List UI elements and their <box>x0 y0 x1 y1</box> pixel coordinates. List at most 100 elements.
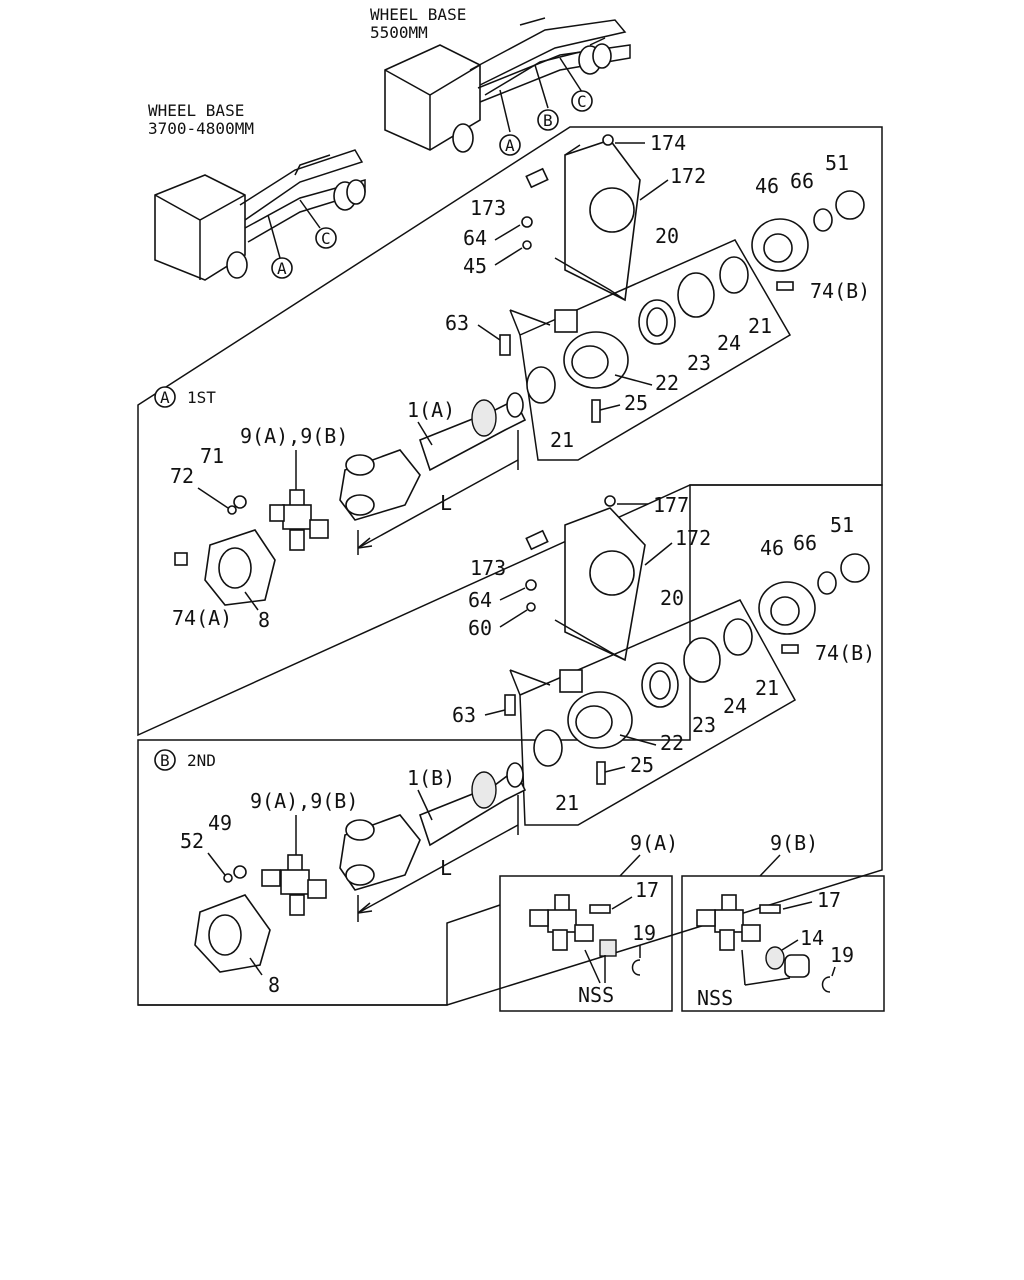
kit-9b: 9(B) 17 14 19 NSS <box>681 831 885 1012</box>
svg-text:49: 49 <box>208 811 232 835</box>
grease-fitting-17-b <box>759 904 781 914</box>
svg-text:A: A <box>160 388 170 407</box>
svg-text:173: 173 <box>470 556 506 580</box>
svg-text:172: 172 <box>675 526 711 550</box>
seal-21-lower <box>526 366 556 404</box>
svg-text:C: C <box>577 92 587 111</box>
section-a-title: A 1ST <box>154 386 216 408</box>
svg-text:74(B): 74(B) <box>810 279 870 303</box>
seal-21-upper-b <box>723 618 753 656</box>
svg-text:19: 19 <box>830 943 854 967</box>
bearing-cup-b <box>784 954 810 978</box>
bolt-173-b <box>525 529 549 551</box>
svg-text:23: 23 <box>692 713 716 737</box>
nut-71 <box>233 495 247 509</box>
svg-text:NSS: NSS <box>578 983 614 1007</box>
marker-c-short: C <box>315 227 337 249</box>
truck-illustration-short-wheelbase <box>154 149 366 281</box>
svg-text:22: 22 <box>660 731 684 755</box>
bolt-74b-b <box>781 644 799 654</box>
svg-text:71: 71 <box>200 444 224 468</box>
svg-text:20: 20 <box>655 224 679 248</box>
nut-177 <box>604 495 616 507</box>
marker-b-long: B <box>537 109 559 131</box>
nut-174 <box>602 134 614 146</box>
nut-49 <box>233 865 247 879</box>
svg-text:8: 8 <box>268 973 280 997</box>
section-a-labels: 174 172 173 64 45 20 46 66 51 74(B) 63 2… <box>170 131 870 632</box>
universal-joint-9-a <box>269 489 329 551</box>
svg-text:51: 51 <box>825 151 849 175</box>
svg-text:45: 45 <box>463 254 487 278</box>
svg-text:74(B): 74(B) <box>815 641 875 665</box>
washer-66-b <box>817 571 837 595</box>
svg-text:21: 21 <box>748 314 772 338</box>
bolt-173 <box>525 167 549 189</box>
cup-14-b <box>765 946 785 970</box>
section-b-title: B 2ND <box>154 749 216 771</box>
seal-24-b <box>683 637 721 683</box>
svg-text:74(A): 74(A) <box>172 606 232 630</box>
bolt-74b <box>776 281 794 291</box>
wheelbase-long-line1: WHEEL BASE <box>370 5 466 24</box>
svg-text:NSS: NSS <box>697 986 733 1010</box>
svg-text:52: 52 <box>180 829 204 853</box>
svg-text:C: C <box>321 229 331 248</box>
grease-25-b <box>596 761 606 785</box>
kit-9a: 9(A) 17 19 NSS <box>499 831 678 1012</box>
svg-text:A: A <box>277 259 287 278</box>
svg-text:2ND: 2ND <box>187 751 216 770</box>
section-b-parts <box>194 495 870 973</box>
svg-text:9(A): 9(A) <box>630 831 678 855</box>
grease-fitting-17-a <box>589 904 611 914</box>
washer-52 <box>223 873 233 883</box>
svg-text:66: 66 <box>790 169 814 193</box>
clip-19-b <box>821 976 831 993</box>
svg-text:173: 173 <box>470 196 506 220</box>
svg-text:25: 25 <box>624 391 648 415</box>
section-b-labels: 177 172 173 64 60 20 46 66 51 74(B) 63 2… <box>180 493 875 997</box>
svg-text:60: 60 <box>468 616 492 640</box>
svg-text:64: 64 <box>468 588 492 612</box>
svg-text:64: 64 <box>463 226 487 250</box>
svg-text:1ST: 1ST <box>187 388 216 407</box>
seal-24 <box>677 272 715 318</box>
svg-text:17: 17 <box>635 878 659 902</box>
svg-text:1(A): 1(A) <box>407 398 455 422</box>
svg-text:24: 24 <box>723 694 747 718</box>
svg-text:21: 21 <box>555 791 579 815</box>
svg-text:63: 63 <box>452 703 476 727</box>
truck-illustration-long-wheelbase <box>384 17 631 153</box>
svg-text:9(A),9(B): 9(A),9(B) <box>240 424 348 448</box>
flange-8-b <box>194 894 271 973</box>
rubber-20 <box>554 309 578 333</box>
svg-text:46: 46 <box>760 536 784 560</box>
grease-25 <box>591 399 601 423</box>
seal-21-lower-b <box>533 729 563 767</box>
washer-72 <box>227 505 237 515</box>
washer-45 <box>522 240 532 250</box>
svg-text:B: B <box>160 751 170 770</box>
svg-text:174: 174 <box>650 131 686 155</box>
marker-a-short: A <box>271 257 293 279</box>
svg-text:24: 24 <box>717 331 741 355</box>
svg-text:14: 14 <box>800 926 824 950</box>
svg-text:A: A <box>505 136 515 155</box>
svg-text:1(B): 1(B) <box>407 766 455 790</box>
marker-c-long: C <box>571 90 593 112</box>
svg-text:177: 177 <box>653 493 689 517</box>
clip-19-a <box>631 959 641 976</box>
bolt-63-b <box>504 694 516 716</box>
nut-51-b <box>840 553 870 583</box>
svg-text:21: 21 <box>550 428 574 452</box>
svg-text:25: 25 <box>630 753 654 777</box>
svg-text:17: 17 <box>817 888 841 912</box>
universal-joint-9-b <box>261 854 327 916</box>
nut-51 <box>835 190 865 220</box>
svg-text:21: 21 <box>755 676 779 700</box>
washer-60 <box>526 602 536 612</box>
section-a-parts <box>174 134 865 606</box>
length-label-b: L <box>440 856 452 880</box>
svg-text:9(B): 9(B) <box>770 831 818 855</box>
